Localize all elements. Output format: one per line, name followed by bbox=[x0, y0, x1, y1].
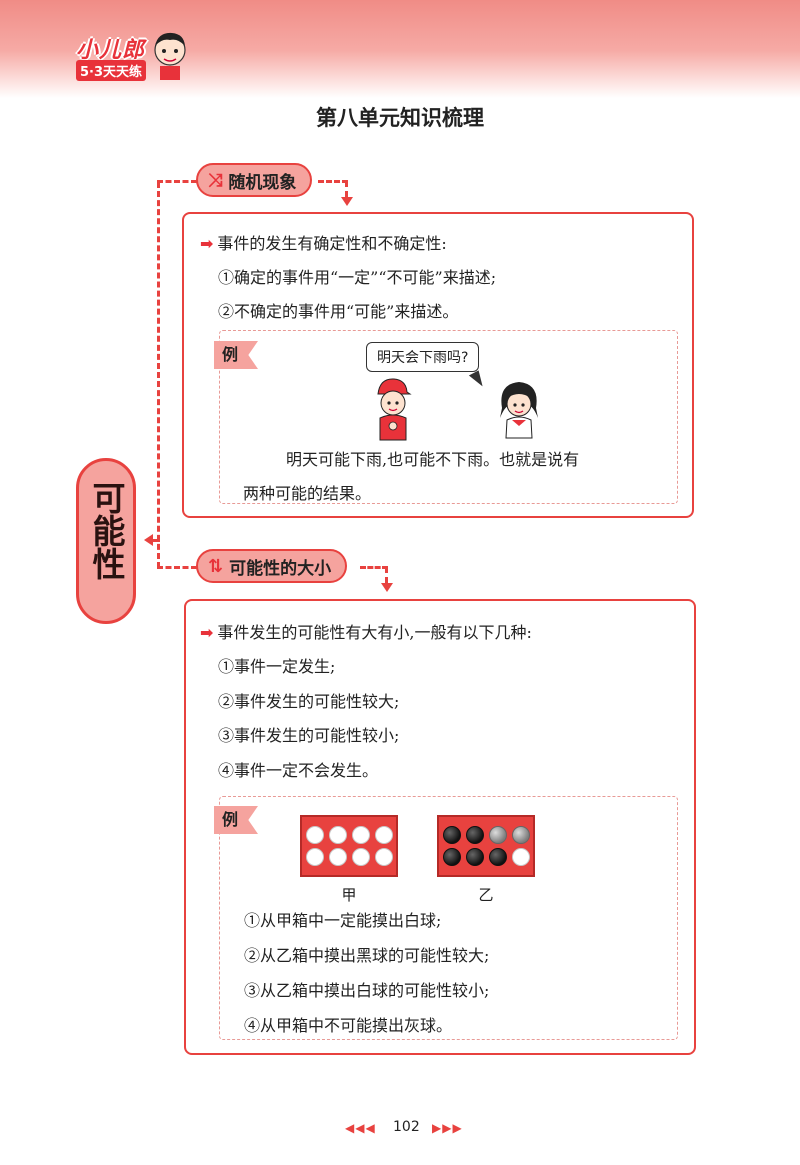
box-b-gray-ball-icon bbox=[511, 826, 530, 844]
example2-statement-3: ③从乙箱中摸出白球的可能性较小; bbox=[244, 981, 490, 1000]
example2-statement-2: ②从乙箱中摸出黑球的可能性较大; bbox=[244, 946, 490, 965]
page-title: 第八单元知识梳理 bbox=[316, 106, 484, 130]
side-topic-text: 可能性 bbox=[87, 481, 126, 580]
footer-left-arrows-icon: ◀◀◀ bbox=[345, 1121, 376, 1135]
section-tag-likelihood: ⇅ 可能性的大小 bbox=[196, 549, 348, 583]
box-b-black-ball-icon bbox=[465, 848, 484, 866]
tag1-tail-h bbox=[318, 180, 348, 183]
side-topic-label: 可能性 bbox=[79, 481, 133, 589]
tag2-tail-v bbox=[385, 567, 388, 583]
section-tag-random: ⤨ 随机现象 bbox=[196, 163, 313, 197]
boy-character-icon bbox=[372, 376, 412, 446]
tag1-tail-v bbox=[345, 181, 348, 197]
side-topic-pill: 可能性 bbox=[76, 458, 136, 624]
box-a-white-ball-icon bbox=[351, 826, 370, 844]
box-a-white-ball-icon bbox=[374, 848, 393, 866]
box-a-white-ball-icon bbox=[305, 826, 324, 844]
box-a-white-ball-icon bbox=[374, 826, 393, 844]
tag1-arrow-down bbox=[341, 197, 353, 206]
page-number: 102 bbox=[393, 1119, 420, 1135]
section2-point-1: ①事件一定发生; bbox=[218, 657, 336, 676]
connector-arrow-left bbox=[144, 534, 153, 546]
example-box-1 bbox=[219, 330, 678, 504]
box-a-white-ball-icon bbox=[328, 826, 347, 844]
box-b-white-ball-icon bbox=[511, 848, 530, 866]
footer-right-arrows-icon: ▶▶▶ bbox=[432, 1121, 463, 1135]
ball-box-b bbox=[437, 815, 535, 877]
section-tag-likelihood-label: 可能性的大小 bbox=[229, 558, 332, 579]
box-a-white-ball-icon bbox=[305, 848, 324, 866]
ball-box-a bbox=[300, 815, 398, 877]
ball-box-a-label: 甲 bbox=[341, 886, 357, 904]
section2-point-4: ④事件一定不会发生。 bbox=[218, 761, 379, 780]
section1-point-1: ①确定的事件用“一定”“不可能”来描述; bbox=[218, 268, 497, 287]
speech-bubble: 明天会下雨吗? bbox=[366, 342, 480, 372]
section1-point-2: ②不确定的事件用“可能”来描述。 bbox=[218, 302, 459, 321]
connector-top-h bbox=[157, 180, 197, 183]
example1-text-line1: 明天可能下雨,也可能不下雨。也就是说有 bbox=[286, 450, 580, 469]
shuffle-icon: ⤨ bbox=[208, 169, 223, 191]
section1-intro: ➡事件的发生有确定性和不确定性: bbox=[200, 230, 447, 254]
example1-text-line2: 两种可能的结果。 bbox=[243, 484, 372, 503]
box-b-black-ball-icon bbox=[442, 848, 461, 866]
mascot-icon bbox=[150, 28, 190, 80]
box-b-gray-ball-icon bbox=[488, 826, 507, 844]
arrow-right-icon: ➡ bbox=[200, 623, 214, 642]
section1-intro-text: 事件的发生有确定性和不确定性: bbox=[217, 234, 447, 253]
tag2-arrow-down bbox=[381, 583, 393, 592]
arrow-right-icon: ➡ bbox=[200, 234, 214, 253]
logo-main: 小儿郎 bbox=[76, 38, 146, 63]
section2-intro-text: 事件发生的可能性有大有小,一般有以下几种: bbox=[217, 623, 532, 642]
connector-vertical bbox=[157, 182, 160, 568]
box-a-white-ball-icon bbox=[351, 848, 370, 866]
section-tag-random-label: 随机现象 bbox=[228, 172, 297, 193]
section2-point-2: ②事件发生的可能性较大; bbox=[218, 692, 400, 711]
example-tag-1: 例 bbox=[214, 341, 258, 369]
connector-mid-h bbox=[150, 539, 160, 542]
section2-intro: ➡事件发生的可能性有大有小,一般有以下几种: bbox=[200, 619, 532, 643]
box-b-black-ball-icon bbox=[465, 826, 484, 844]
section2-point-3: ③事件发生的可能性较小; bbox=[218, 726, 400, 745]
box-a-white-ball-icon bbox=[328, 848, 347, 866]
connector-bottom-h bbox=[157, 566, 197, 569]
example2-statement-4: ④从甲箱中不可能摸出灰球。 bbox=[244, 1016, 453, 1035]
box-b-black-ball-icon bbox=[442, 826, 461, 844]
logo-sub: 5·3天天练 bbox=[76, 60, 147, 81]
girl-character-icon bbox=[494, 378, 544, 444]
tag2-tail-h bbox=[360, 566, 388, 569]
example-box-2 bbox=[219, 796, 678, 1040]
box-b-black-ball-icon bbox=[488, 848, 507, 866]
up-down-arrows-icon: ⇅ bbox=[208, 555, 224, 577]
example2-statement-1: ①从甲箱中一定能摸出白球; bbox=[244, 911, 442, 930]
ball-box-b-label: 乙 bbox=[478, 886, 494, 904]
